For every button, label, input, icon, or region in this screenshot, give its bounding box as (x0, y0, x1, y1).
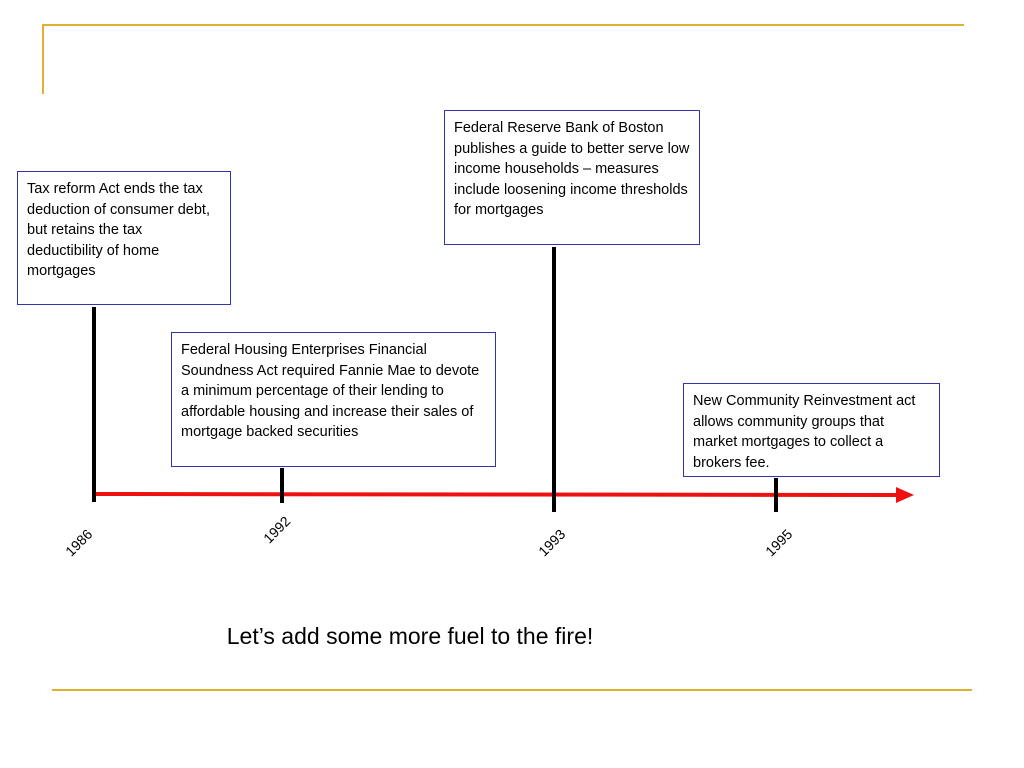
timeline-arrowhead (896, 487, 914, 503)
timeline-axis-line (93, 492, 899, 497)
event-box-1992: Federal Housing Enterprises Financial So… (171, 332, 496, 467)
event-box-1986: Tax reform Act ends the tax deduction of… (17, 171, 231, 305)
event-box-1995: New Community Reinvestment act allows co… (683, 383, 940, 477)
left-accent-rule (42, 24, 44, 94)
slide-caption: Let’s add some more fuel to the fire! (226, 623, 594, 649)
top-accent-rule (42, 24, 964, 26)
event-box-1993: Federal Reserve Bank of Boston publishes… (444, 110, 700, 245)
bottom-accent-rule (52, 689, 972, 691)
